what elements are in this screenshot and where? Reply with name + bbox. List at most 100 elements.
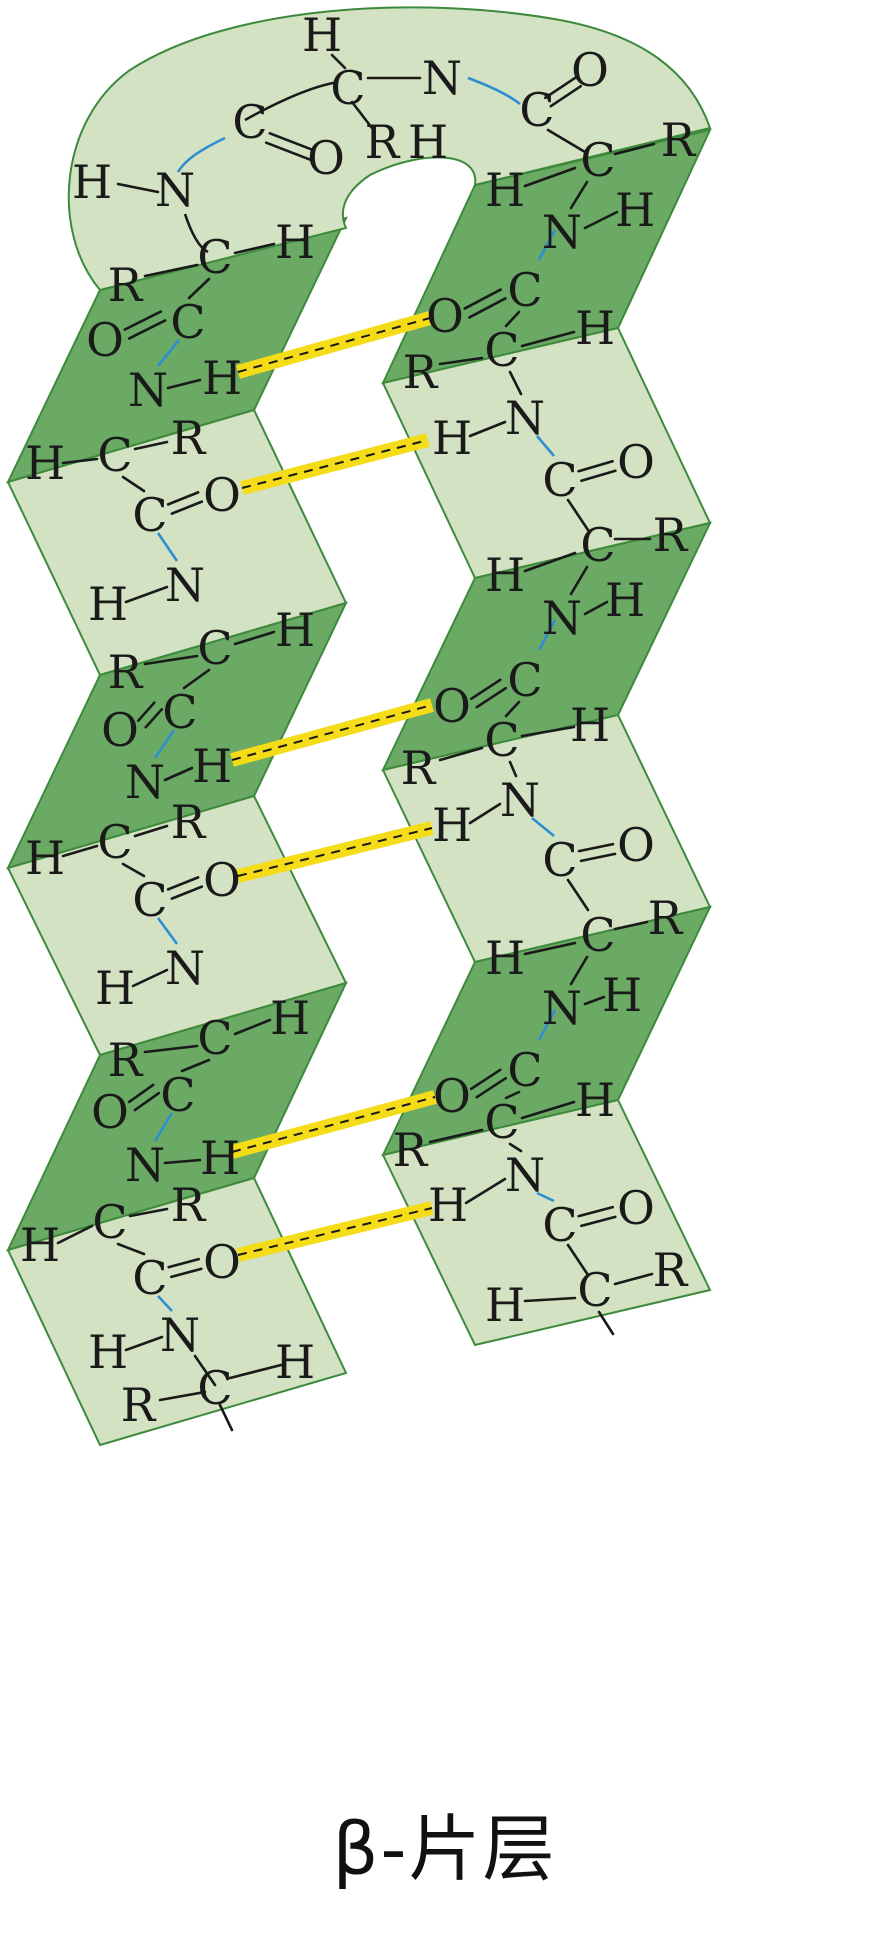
single-bond bbox=[180, 1058, 211, 1073]
hydrogen-atom-label: H bbox=[485, 931, 525, 985]
single-bond bbox=[61, 457, 99, 465]
hydrogen-atom-label: H bbox=[25, 831, 65, 885]
single-bond bbox=[61, 844, 99, 858]
single-bond bbox=[523, 166, 577, 188]
single-bond bbox=[508, 1142, 523, 1153]
side-chain-atom-label: R bbox=[393, 1123, 429, 1177]
single-bond bbox=[124, 1335, 164, 1352]
nitrogen-atom-label: N bbox=[165, 558, 205, 612]
single-bond bbox=[124, 585, 169, 604]
single-bond bbox=[468, 802, 502, 825]
single-bond bbox=[520, 1100, 576, 1120]
single-bond bbox=[158, 1390, 207, 1402]
carbon-atom-label: C bbox=[484, 1095, 519, 1149]
double-bond bbox=[166, 491, 200, 506]
oxygen-atom-label: O bbox=[617, 435, 655, 489]
single-bond bbox=[438, 746, 484, 762]
single-bond bbox=[330, 53, 347, 70]
single-bond bbox=[566, 1243, 590, 1277]
carbon-atom-label: C bbox=[197, 1361, 232, 1415]
carbon-atom-label: C bbox=[484, 323, 519, 377]
oxygen-atom-label: O bbox=[617, 1181, 655, 1235]
carbon-atom-label: C bbox=[232, 95, 267, 149]
peptide-bond bbox=[156, 339, 181, 367]
single-bond bbox=[523, 1296, 577, 1303]
double-bond bbox=[549, 84, 583, 108]
double-bond bbox=[463, 288, 502, 310]
single-bond bbox=[613, 142, 656, 156]
single-bond bbox=[116, 1242, 146, 1256]
single-bond bbox=[133, 824, 169, 838]
single-bond bbox=[131, 968, 169, 988]
side-chain-atom-label: R bbox=[171, 1178, 207, 1232]
double-bond bbox=[475, 686, 508, 709]
double-bond bbox=[469, 1068, 502, 1091]
carbon-atom-label: C bbox=[92, 1195, 127, 1249]
oxygen-atom-label: O bbox=[617, 818, 655, 872]
nitrogen-atom-label: N bbox=[505, 1148, 545, 1202]
nitrogen-atom-label: N bbox=[155, 163, 195, 217]
single-bond bbox=[583, 210, 619, 230]
carbon-atom-label: C bbox=[170, 295, 205, 349]
nitrogen-atom-label: N bbox=[128, 363, 168, 417]
carbon-atom-label: C bbox=[132, 1251, 167, 1305]
double-bond bbox=[136, 701, 156, 722]
beta-turn-loop bbox=[67, 6, 712, 292]
single-bond bbox=[613, 920, 649, 931]
single-bond bbox=[187, 277, 211, 300]
peptide-bond bbox=[156, 917, 179, 945]
hydrogen-atom-label: H bbox=[275, 603, 315, 657]
peptide-bond bbox=[153, 1112, 174, 1142]
single-bond bbox=[583, 600, 609, 616]
single-bond bbox=[143, 1044, 199, 1054]
carbon-atom-label: C bbox=[580, 133, 615, 187]
hydrogen-atom-label: H bbox=[485, 1278, 525, 1332]
double-bond bbox=[167, 1257, 201, 1269]
single-bond bbox=[128, 1207, 169, 1218]
oxygen-atom-label: O bbox=[426, 289, 464, 343]
carbon-atom-label: C bbox=[132, 488, 167, 542]
hydrogen-atom-label: H bbox=[575, 301, 615, 355]
hydrogen-atom-label: H bbox=[570, 698, 610, 752]
hydrogen-atom-label: H bbox=[200, 1131, 240, 1185]
single-bond bbox=[508, 760, 518, 778]
hydrogen-atom-label: H bbox=[302, 8, 342, 62]
double-bond bbox=[577, 459, 614, 473]
nitrogen-atom-label: N bbox=[125, 755, 165, 809]
carbon-atom-label: C bbox=[507, 1043, 542, 1097]
double-bond bbox=[577, 1205, 615, 1218]
double-bond bbox=[166, 876, 200, 891]
single-bond bbox=[438, 356, 484, 366]
oxygen-atom-label: O bbox=[203, 468, 241, 522]
single-bond bbox=[133, 440, 169, 451]
oxygen-atom-label: O bbox=[91, 1085, 129, 1139]
single-bond bbox=[244, 80, 339, 122]
hydrogen-bond-dash bbox=[237, 1207, 433, 1256]
side-chain-atom-label: R bbox=[108, 258, 144, 312]
double-bond bbox=[170, 500, 204, 515]
side-chain-atom-label: R bbox=[403, 345, 439, 399]
oxygen-atom-label: O bbox=[86, 313, 124, 367]
figure-caption: β-片层 bbox=[332, 1807, 557, 1891]
carbon-atom-label: C bbox=[197, 1011, 232, 1065]
single-bond bbox=[193, 1354, 217, 1387]
carbon-atom-label: C bbox=[97, 815, 132, 869]
single-bond bbox=[163, 766, 194, 782]
hydrogen-bond-dash bbox=[231, 1096, 436, 1153]
single-bond bbox=[520, 330, 576, 348]
single-bond bbox=[569, 180, 589, 210]
double-bond bbox=[127, 1083, 155, 1104]
single-bond bbox=[583, 995, 606, 1006]
carbon-atom-label: C bbox=[507, 653, 542, 707]
hydrogen-atom-label: H bbox=[88, 1325, 128, 1379]
single-bond bbox=[569, 955, 589, 986]
carbon-atom-label: C bbox=[580, 908, 615, 962]
peptide-bond bbox=[537, 229, 557, 261]
single-bond bbox=[613, 1272, 654, 1286]
hydrogen-atom-label: H bbox=[428, 1178, 468, 1232]
single-bond bbox=[566, 498, 590, 532]
hydrogen-atom-label: H bbox=[432, 798, 472, 852]
hydrogen-bond-dash bbox=[237, 317, 431, 373]
single-bond bbox=[523, 941, 577, 956]
